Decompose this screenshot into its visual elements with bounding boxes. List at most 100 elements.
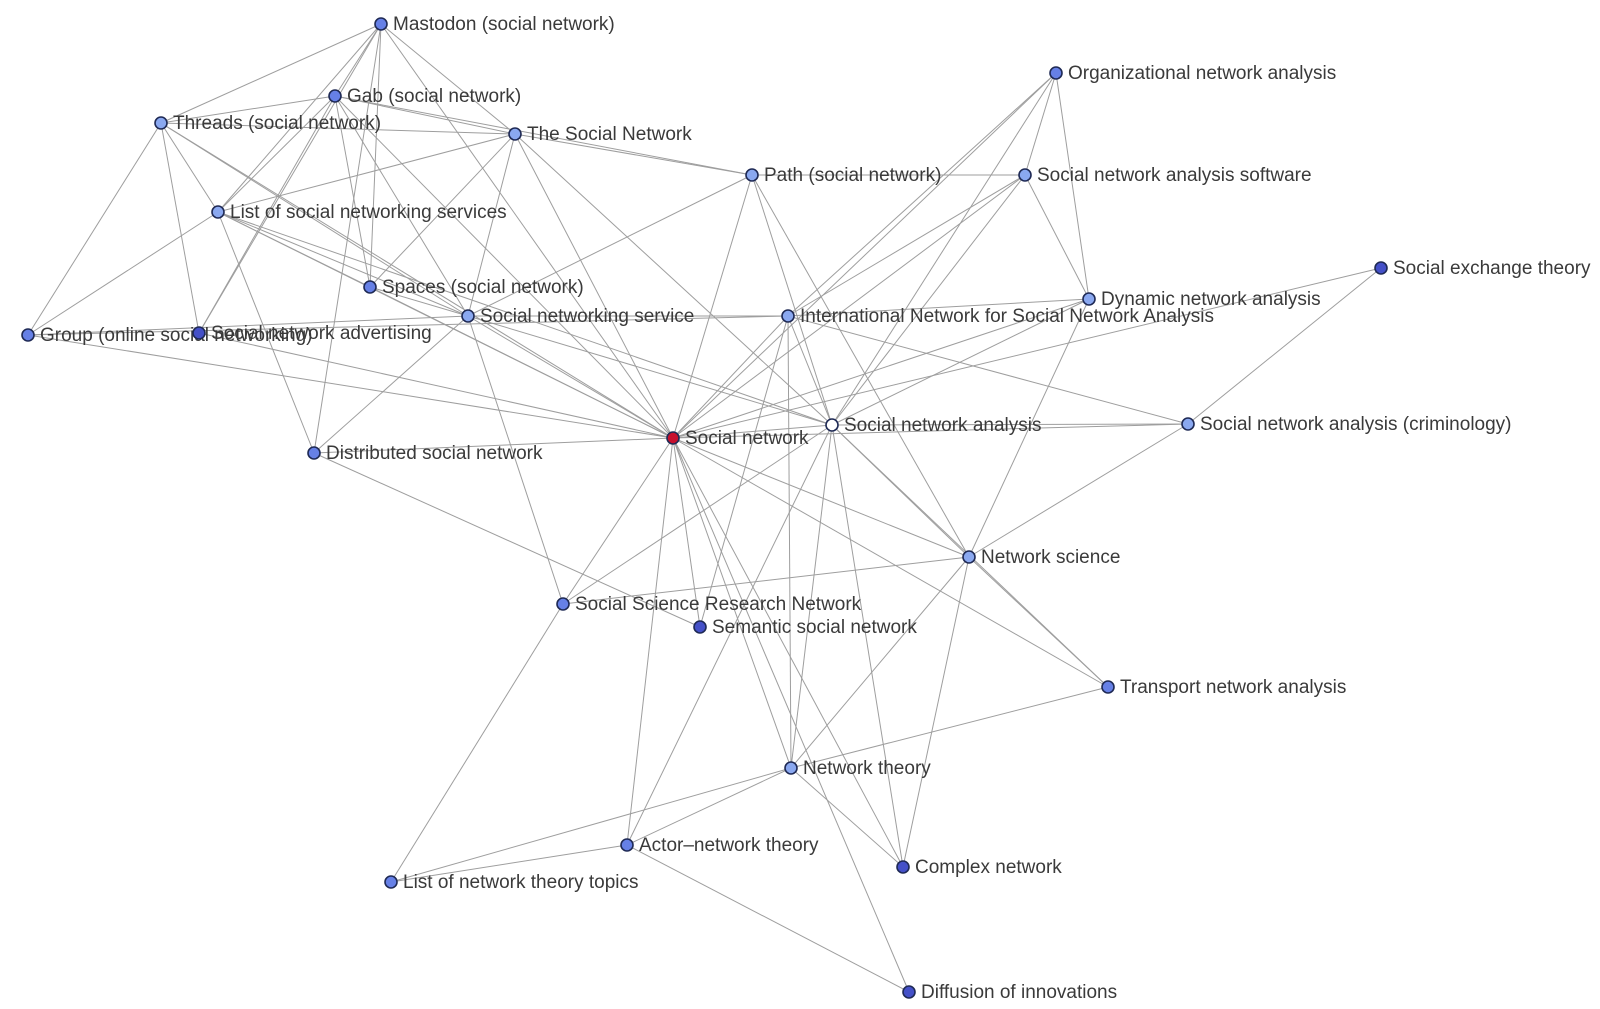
node-nt[interactable]: Network theory	[784, 758, 931, 779]
node-lsns[interactable]: List of social networking services	[211, 202, 507, 223]
node-dot-sn[interactable]	[666, 431, 680, 445]
edge-nt-cn	[790, 767, 904, 868]
node-dot-tna[interactable]	[1101, 680, 1115, 694]
edge-tsn-sn	[514, 133, 674, 439]
node-gab[interactable]: Gab (social network)	[328, 86, 521, 107]
node-dot-ona[interactable]	[1049, 66, 1063, 80]
edge-tsn-path	[514, 133, 753, 176]
node-dot-group[interactable]	[21, 328, 35, 342]
node-sna[interactable]: Social network analysis	[825, 415, 1041, 436]
node-dot-sns[interactable]	[461, 309, 475, 323]
node-dot-lsns[interactable]	[211, 205, 225, 219]
node-doi[interactable]: Diffusion of innovations	[902, 982, 1117, 1003]
node-dot-path[interactable]	[745, 168, 759, 182]
edge-insna-nt	[787, 315, 792, 769]
node-dot-spaces[interactable]	[363, 280, 377, 294]
edge-threads-sn	[160, 122, 674, 439]
edge-sns-ssrn	[467, 315, 564, 605]
node-tsn[interactable]: The Social Network	[508, 124, 692, 145]
edge-mastodon-threads	[160, 23, 382, 124]
node-dot-gab[interactable]	[328, 89, 342, 103]
node-path[interactable]: Path (social network)	[745, 165, 941, 186]
node-spaces[interactable]: Spaces (social network)	[363, 277, 584, 298]
node-ant[interactable]: Actor–network theory	[620, 835, 819, 856]
node-dot-lntt[interactable]	[384, 875, 398, 889]
node-sna_adv[interactable]: Social network advertising	[192, 323, 432, 344]
edge-lsns-sna	[217, 211, 833, 426]
edge-sna-ssrn	[562, 424, 833, 605]
edge-mastodon-sna_adv	[198, 23, 382, 334]
edge-snas-insna	[787, 174, 1026, 317]
node-group[interactable]: Group (online social networking)	[21, 325, 312, 346]
edge-sns-dsn	[313, 315, 469, 454]
edge-sn-tna	[672, 437, 1109, 688]
node-label-doi: Diffusion of innovations	[921, 982, 1117, 1003]
edge-threads-sna_adv	[160, 122, 200, 334]
node-dot-sna[interactable]	[825, 418, 839, 432]
node-label-threads: Threads (social network)	[173, 113, 381, 134]
node-dot-sna_adv[interactable]	[192, 326, 206, 340]
node-label-snac: Social network analysis (criminology)	[1200, 414, 1512, 435]
node-dot-tsn[interactable]	[508, 127, 522, 141]
node-lntt[interactable]: List of network theory topics	[384, 872, 639, 893]
node-dot-nt[interactable]	[784, 761, 798, 775]
node-dot-threads[interactable]	[154, 116, 168, 130]
node-insna[interactable]: International Network for Social Network…	[781, 306, 1214, 327]
node-dsn[interactable]: Distributed social network	[307, 443, 543, 464]
edge-sn-ant	[626, 437, 674, 846]
node-dot-snac[interactable]	[1181, 417, 1195, 431]
node-tna[interactable]: Transport network analysis	[1101, 677, 1346, 698]
node-ssrn[interactable]: Social Science Research Network	[556, 594, 862, 615]
edge-ns-ssrn	[562, 556, 970, 605]
node-set[interactable]: Social exchange theory	[1374, 258, 1591, 279]
edge-tna-nt	[790, 686, 1109, 769]
node-dot-dsn[interactable]	[307, 446, 321, 460]
edge-ssrn-lntt	[390, 603, 564, 883]
node-dna[interactable]: Dynamic network analysis	[1082, 289, 1321, 310]
edge-sns-sn	[467, 315, 674, 439]
node-threads[interactable]: Threads (social network)	[154, 113, 381, 134]
edge-mastodon-spaces	[369, 23, 382, 288]
edge-sna-cn	[831, 424, 904, 868]
node-sn[interactable]: Social network	[666, 428, 809, 449]
node-dot-ant[interactable]	[620, 838, 634, 852]
node-dot-doi[interactable]	[902, 985, 916, 999]
node-dot-mastodon[interactable]	[374, 17, 388, 31]
node-ona[interactable]: Organizational network analysis	[1049, 63, 1336, 84]
node-snas[interactable]: Social network analysis software	[1018, 165, 1312, 186]
node-label-snas: Social network analysis software	[1037, 165, 1312, 186]
node-dot-insna[interactable]	[781, 309, 795, 323]
node-dot-dna[interactable]	[1082, 292, 1096, 306]
node-snac[interactable]: Social network analysis (criminology)	[1181, 414, 1512, 435]
node-cn[interactable]: Complex network	[896, 857, 1062, 878]
node-dot-set[interactable]	[1374, 261, 1388, 275]
node-dot-ssn[interactable]	[693, 620, 707, 634]
edge-insna-sna	[787, 315, 833, 426]
node-label-ona: Organizational network analysis	[1068, 63, 1336, 84]
node-dot-ssrn[interactable]	[556, 597, 570, 611]
node-dot-ns[interactable]	[962, 550, 976, 564]
edge-path-sna	[751, 174, 833, 426]
node-ns[interactable]: Network science	[962, 547, 1120, 568]
node-dot-snas[interactable]	[1018, 168, 1032, 182]
node-label-lsns: List of social networking services	[230, 202, 507, 223]
node-ssn[interactable]: Semantic social network	[693, 617, 917, 638]
node-dot-cn[interactable]	[896, 860, 910, 874]
edge-tsn-sna	[514, 133, 833, 426]
edge-gab-sn	[334, 95, 674, 439]
node-sns[interactable]: Social networking service	[461, 306, 694, 327]
node-label-dna: Dynamic network analysis	[1101, 289, 1321, 310]
edge-sn-ssn	[672, 437, 701, 628]
edge-lsns-dsn	[217, 211, 315, 454]
nodes-layer: Mastodon (social network) Gab (social net…	[21, 14, 1591, 1003]
edges-layer	[27, 23, 1382, 993]
edge-dsn-ssn	[313, 452, 701, 628]
node-mastodon[interactable]: Mastodon (social network)	[374, 14, 615, 35]
node-label-set: Social exchange theory	[1393, 258, 1591, 279]
edge-ona-snas	[1024, 72, 1057, 176]
node-label-ssrn: Social Science Research Network	[575, 594, 862, 615]
edge-spaces-sn	[369, 286, 674, 439]
edge-tsn-sns	[467, 133, 516, 317]
edge-ns-tna	[968, 556, 1109, 688]
